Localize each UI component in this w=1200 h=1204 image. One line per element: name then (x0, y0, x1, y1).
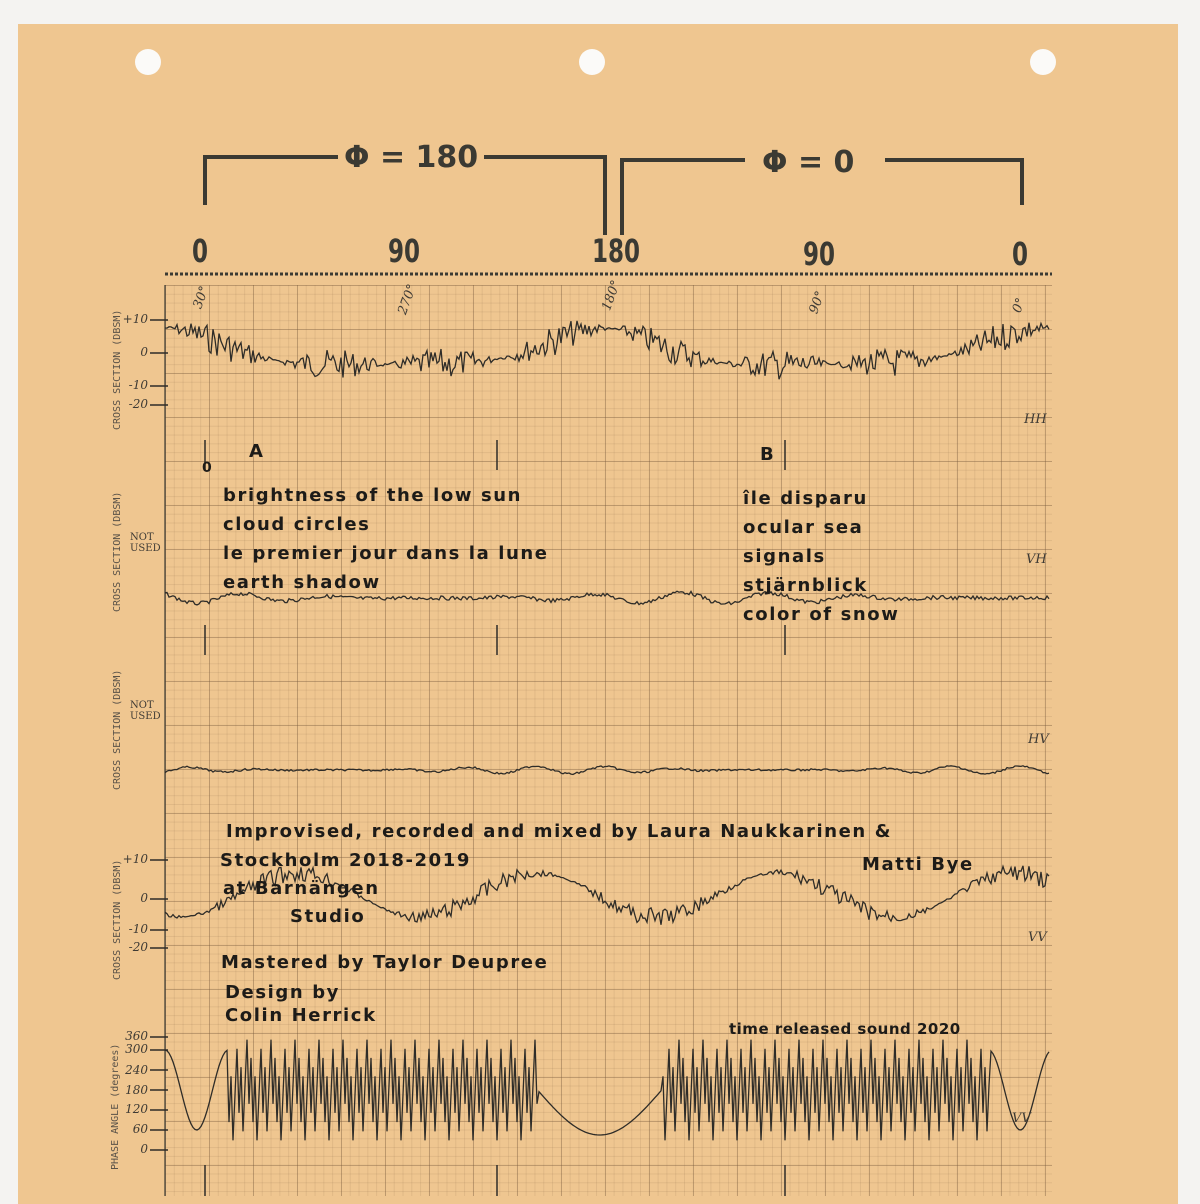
credits-line: Studio (290, 906, 366, 927)
trace-phase (164, 1039, 1050, 1141)
tick-label: 0 (140, 891, 148, 905)
cross-section-axis-label: CROSS SECTION (DBSM) (112, 669, 123, 790)
design-credit: Design by (225, 982, 341, 1003)
cross-section-axis-label: CROSS SECTION (DBSM) (112, 491, 123, 612)
panel-label-vh: VH (1026, 552, 1047, 567)
tick-label: -10 (128, 922, 148, 936)
tick-label: 120 (125, 1102, 148, 1116)
credits-line: Improvised, recorded and mixed by Laura … (226, 821, 893, 842)
track-item: île disparu (743, 488, 868, 509)
side-a-label: A (249, 441, 265, 462)
tick-label: 300 (125, 1042, 148, 1056)
bracket-phi-0 (620, 158, 1024, 235)
track-item: brightness of the low sun (223, 485, 523, 506)
trace-vv (164, 864, 1050, 925)
track-item: color of snow (743, 604, 900, 625)
panel-label-vv: VV (1012, 1111, 1031, 1126)
tick-label: 0 (140, 345, 148, 359)
tick-label: +10 (122, 852, 148, 866)
trace-hv (164, 765, 1050, 776)
track-item: stjärnblick (743, 575, 868, 596)
tick-label: +10 (122, 312, 148, 326)
mastered-credit: Mastered by Taylor Deupree (221, 952, 549, 973)
panel-label-hv: HV (1028, 732, 1049, 747)
track-item: earth shadow (223, 572, 381, 593)
tick-label: 60 (132, 1122, 148, 1136)
not-used-note: NOT USED (130, 700, 161, 722)
credits-line: Stockholm 2018-2019 (220, 850, 472, 871)
punch-hole (1030, 49, 1056, 75)
cross-section-axis-label: CROSS SECTION (DBSM) (112, 859, 123, 980)
label-credit: time released sound 2020 (729, 1020, 961, 1038)
trace-vh (164, 590, 1050, 606)
cross-section-axis-label: CROSS SECTION (DBSM) (112, 309, 123, 430)
scale-label: 180 (592, 232, 641, 270)
panel-label-hh: HH (1024, 412, 1047, 427)
graph-grid (165, 285, 1052, 1196)
track-item: le premier jour dans la lune (223, 543, 549, 564)
panel-label-vv: VV (1028, 930, 1047, 945)
punch-hole (135, 49, 161, 75)
tick-label: 180 (125, 1083, 148, 1097)
not-used-note: NOT USED (130, 532, 161, 554)
graph-paper-sheet (18, 24, 1178, 1204)
scale-label: 90 (388, 232, 421, 270)
track-item: signals (743, 546, 826, 567)
phi-180-label: Φ = 180 (338, 140, 485, 175)
punch-hole (579, 49, 605, 75)
tick-label: -10 (128, 378, 148, 392)
tick-label: 240 (125, 1063, 148, 1077)
tick-label: -20 (128, 940, 148, 954)
tick-label: -20 (128, 397, 148, 411)
side-b-label: B (760, 444, 776, 465)
tick-label: 360 (125, 1029, 148, 1043)
side-a-zero: 0 (202, 460, 214, 476)
design-credit: Colin Herrick (225, 1005, 377, 1026)
scale-label: 90 (803, 235, 836, 273)
scale-label: 0 (1012, 235, 1029, 273)
track-item: ocular sea (743, 517, 864, 538)
tick-label: 0 (140, 1142, 148, 1156)
track-item: cloud circles (223, 514, 371, 535)
scale-label: 0 (192, 232, 209, 270)
credits-line: at Barnängen (223, 878, 380, 899)
credits-line: Matti Bye (862, 854, 974, 875)
trace-hh (164, 320, 1050, 380)
phi-0-label: Φ = 0 (756, 145, 861, 180)
bracket-phi-180 (203, 155, 607, 235)
